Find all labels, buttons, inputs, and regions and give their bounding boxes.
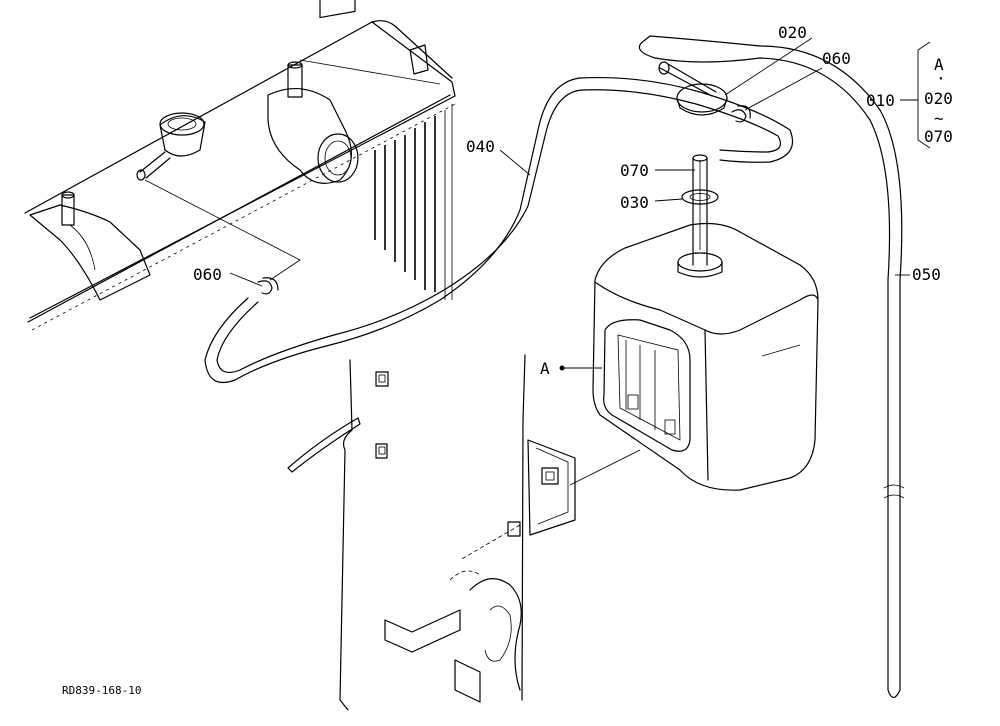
kit-top: A: [934, 55, 944, 74]
radiator-assembly: [24, 0, 456, 331]
callout-010: 010: [866, 91, 895, 110]
reserve-hose-050: [638, 35, 905, 699]
callout-040: 040: [466, 137, 495, 156]
suction-pipe-070: [692, 154, 708, 266]
overflow-hose-040: [204, 76, 794, 384]
callout-050: 050: [912, 265, 941, 284]
mounting-panel: [287, 354, 576, 711]
assembly-guide-lines: [144, 160, 701, 561]
callout-060-left: 060: [193, 265, 222, 284]
callout-leaders: [229, 37, 931, 371]
callout-070: 070: [620, 161, 649, 180]
kit-mid: 020: [924, 89, 953, 108]
reserve-tank: [592, 222, 819, 491]
kit-tilde: ~: [934, 109, 944, 128]
kit-bottom: 070: [924, 127, 953, 146]
kit-contents-bracket: A · 020 ~ 070: [924, 55, 953, 146]
view-a-marker: A: [540, 359, 550, 378]
kit-dot: ·: [936, 69, 946, 88]
callout-060-top: 060: [822, 49, 851, 68]
callout-labels: 020 060 070 030 040 050 060 A 010: [193, 23, 941, 378]
callout-020: 020: [778, 23, 807, 42]
callout-030: 030: [620, 193, 649, 212]
drawing-reference: RD839-168-10: [62, 684, 141, 697]
tank-cap-020: [658, 61, 728, 116]
packing-030: [681, 189, 719, 205]
